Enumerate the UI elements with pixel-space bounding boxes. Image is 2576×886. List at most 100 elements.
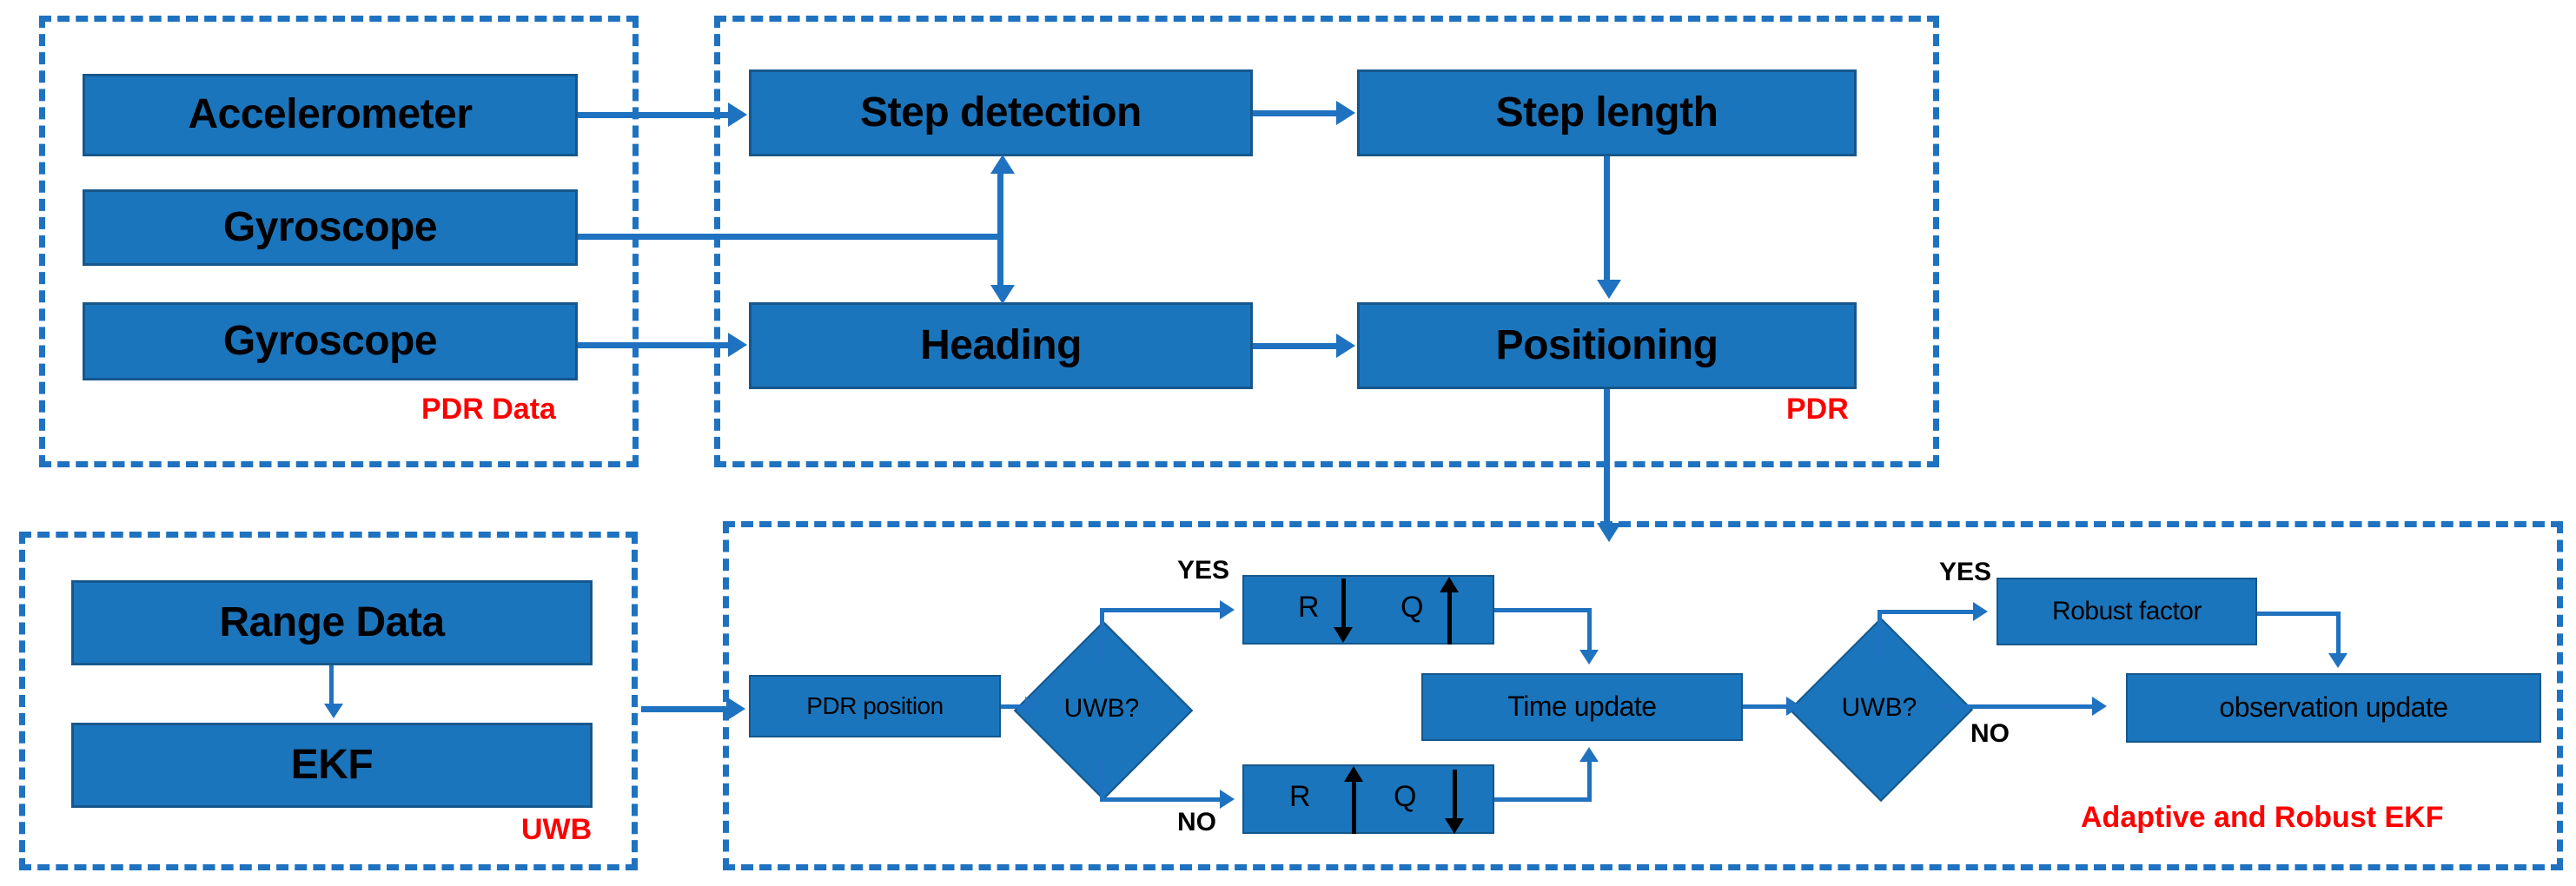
block-heading-label: Heading [920, 321, 1082, 368]
block-pdr-position-label: PDR position [806, 692, 944, 720]
arrowhead-accel-to-stepdetection [728, 102, 747, 127]
arrowhead-gyro2-to-heading [728, 333, 747, 357]
arrowhead-uwb1-no-to-rqdown [1220, 790, 1235, 809]
block-uwb-decision-2[interactable]: UWB? [1788, 617, 1974, 803]
block-rq-down-r-label: R [1289, 780, 1311, 813]
block-step-detection[interactable]: Step detection [749, 69, 1253, 156]
connector-uwb1-yes-riser [1100, 608, 1104, 660]
connector-uwb1-yes-horizontal [1100, 608, 1222, 612]
block-positioning-label: Positioning [1495, 321, 1718, 368]
block-accelerometer[interactable]: Accelerometer [83, 74, 578, 156]
connector-stepdetection-heading-bus [997, 170, 1003, 290]
rq-down-r-up-arrow-icon [1344, 766, 1363, 782]
block-gyroscope-1[interactable]: Gyroscope [83, 189, 578, 266]
connector-timeupdate-to-uwb2 [1743, 704, 1788, 709]
connector-rqup-to-timeupdate-h [1494, 608, 1592, 612]
arrowhead-steplength-to-positioning [1597, 280, 1621, 299]
arrowhead-rqup-to-timeupdate [1579, 650, 1599, 664]
block-rq-up-q-label: Q [1401, 591, 1423, 624]
arrowhead-heading-to-positioning [1336, 334, 1355, 358]
connector-uwb2-no-horizontal [1939, 704, 2096, 709]
block-range-data-label: Range Data [219, 598, 445, 645]
arrowhead-pdrposition-to-uwb1 [1025, 697, 1040, 716]
rq-up-r-down-arrow-shaft [1341, 579, 1346, 632]
arrowhead-uwb2-no-to-observationupdate [2092, 697, 2107, 716]
arrowhead-rangedata-to-ekf [324, 704, 343, 718]
edge-label-yes-1: YES [1177, 556, 1230, 585]
block-rq-down[interactable]: R Q [1242, 764, 1494, 834]
block-gyroscope-1-label: Gyroscope [222, 203, 438, 250]
block-observation-update[interactable]: observation update [2126, 673, 2541, 743]
rq-up-q-up-arrow-icon [1440, 577, 1459, 592]
connector-rqdown-to-timeupdate-v [1587, 761, 1592, 801]
arrowhead-uwb-to-ekf-section [726, 697, 745, 721]
connector-uwb2-yes-horizontal [1877, 610, 1975, 614]
group-caption-pdr: PDR [1786, 393, 1849, 426]
rq-up-r-down-arrow-icon [1334, 627, 1353, 643]
group-pdr [714, 16, 1939, 467]
block-rq-up[interactable]: R Q [1242, 575, 1494, 645]
connector-robustfactor-to-observationupdate-h [2257, 612, 2341, 616]
rq-down-q-down-arrow-icon [1445, 818, 1464, 834]
connector-accel-to-stepdetection [578, 112, 730, 118]
group-caption-adaptive-robust-ekf: Adaptive and Robust EKF [2081, 801, 2444, 834]
connector-uwb1-no-horizontal [1100, 797, 1222, 802]
block-rq-up-r-label: R [1298, 591, 1320, 624]
block-range-data[interactable]: Range Data [71, 580, 593, 665]
arrowhead-stepdetection-to-steplength [1336, 101, 1355, 125]
block-robust-factor-label: Robust factor [2052, 597, 2202, 626]
edge-label-no-2: NO [1970, 719, 2010, 748]
connector-uwb2-yes-riser [1877, 610, 1882, 660]
block-uwb-decision-1[interactable]: UWB? [1013, 620, 1194, 801]
connector-robustfactor-to-observationupdate-v [2336, 612, 2341, 657]
connector-rqdown-to-timeupdate-h [1494, 797, 1592, 802]
group-uwb [19, 532, 638, 870]
rq-down-q-down-arrow-shaft [1453, 770, 1457, 823]
connector-stepdetection-to-steplength [1253, 110, 1338, 116]
connector-uwb1-no-vertical [1100, 757, 1104, 799]
connector-rqup-to-timeupdate-v [1587, 608, 1592, 653]
block-observation-update-label: observation update [2219, 691, 2448, 724]
connector-steplength-to-positioning [1604, 156, 1610, 283]
arrowhead-bus-up-stepdetection [990, 155, 1015, 174]
arrowhead-bus-down-heading [990, 285, 1015, 304]
connector-uwb-to-ekf-section [641, 706, 730, 712]
block-uwb-decision-2-label: UWB? [1841, 693, 1917, 722]
block-uwb-ekf-label: EKF [290, 741, 374, 788]
block-pdr-position[interactable]: PDR position [749, 675, 1001, 737]
edge-label-no-1: NO [1177, 808, 1216, 836]
connector-gyro2-to-heading [578, 342, 730, 348]
group-pdr-data [39, 16, 639, 467]
block-uwb-ekf[interactable]: EKF [71, 723, 593, 808]
rq-down-r-up-arrow-shaft [1352, 780, 1356, 834]
group-caption-pdr-data: PDR Data [421, 393, 556, 426]
block-robust-factor[interactable]: Robust factor [1997, 578, 2257, 645]
block-rq-down-q-label: Q [1394, 780, 1416, 813]
connector-gyro1-to-bus [578, 234, 1001, 240]
connector-pdrposition-to-uwb1 [1001, 704, 1027, 709]
group-adaptive-robust-ekf [723, 521, 2563, 870]
rq-up-q-up-arrow-shaft [1447, 591, 1452, 645]
block-accelerometer-label: Accelerometer [188, 91, 473, 138]
group-caption-uwb: UWB [521, 813, 593, 846]
block-time-update[interactable]: Time update [1421, 673, 1743, 741]
block-gyroscope-2[interactable]: Gyroscope [83, 302, 578, 380]
connector-positioning-to-ekf [1604, 389, 1610, 528]
block-positioning[interactable]: Positioning [1357, 302, 1857, 389]
block-uwb-decision-1-label: UWB? [1063, 694, 1140, 723]
arrowhead-robustfactor-to-observationupdate [2328, 653, 2348, 668]
connector-heading-to-positioning [1253, 343, 1338, 349]
edge-label-yes-2: YES [1939, 558, 1992, 586]
arrowhead-rqdown-to-timeupdate [1579, 747, 1599, 762]
connector-rangedata-to-ekf [329, 665, 334, 707]
block-step-detection-label: Step detection [860, 89, 1142, 136]
block-step-length-label: Step length [1495, 89, 1718, 136]
block-time-update-label: Time update [1507, 691, 1657, 723]
arrowhead-uwb2-yes-to-robustfactor [1973, 602, 1988, 621]
block-heading[interactable]: Heading [749, 302, 1253, 389]
block-step-length[interactable]: Step length [1357, 69, 1857, 156]
arrowhead-timeupdate-to-uwb2 [1786, 697, 1801, 716]
arrowhead-positioning-to-ekf [1597, 523, 1621, 542]
block-gyroscope-2-label: Gyroscope [222, 317, 438, 364]
